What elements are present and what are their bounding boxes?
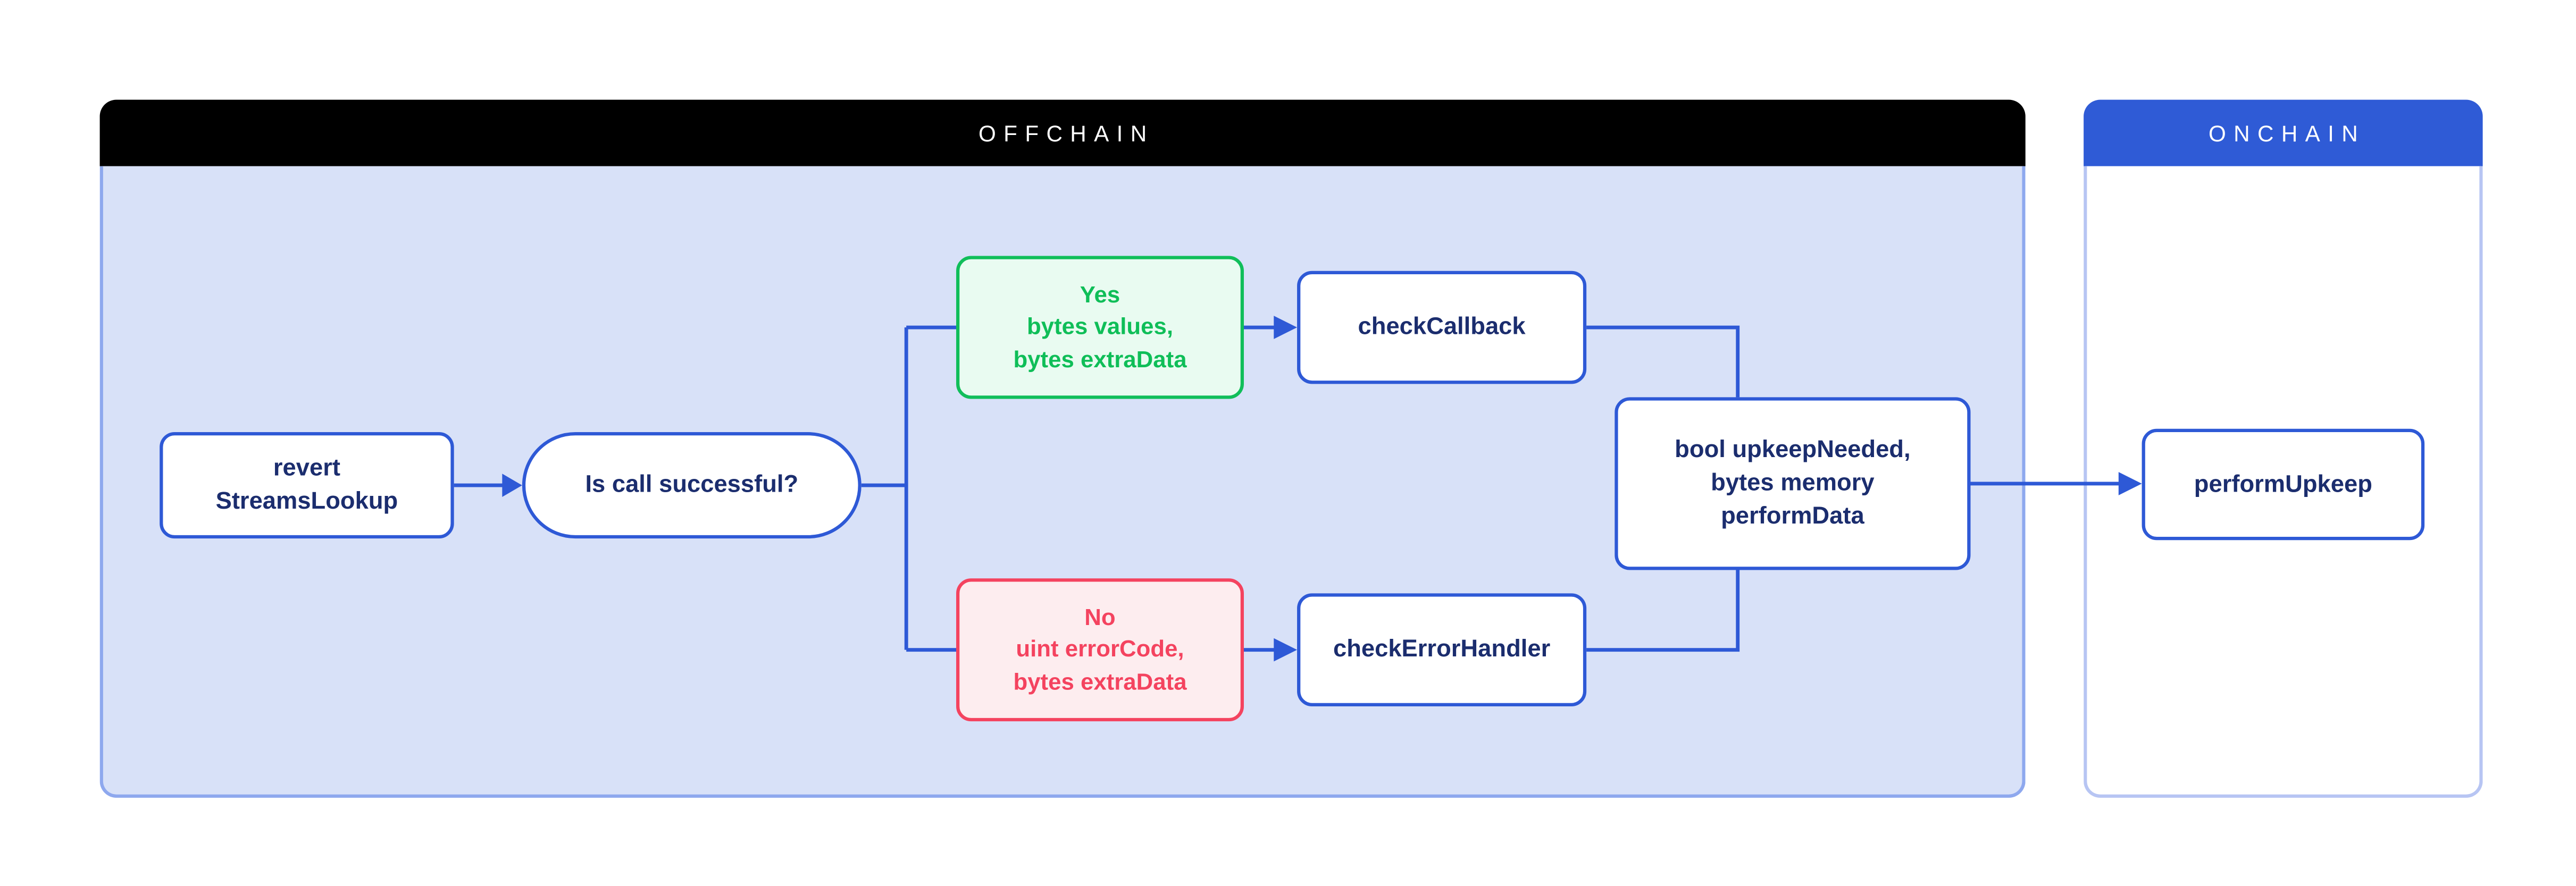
node-text-line: checkCallback xyxy=(1358,314,1526,341)
offchain-header: OFFCHAIN xyxy=(99,99,2026,166)
node-no-branch: No uint errorCode, bytes extraData xyxy=(956,578,1244,722)
node-text-line: bytes memory xyxy=(1711,470,1875,497)
node-text-line: uint errorCode, xyxy=(1016,635,1184,662)
node-performupkeep: performUpkeep xyxy=(2142,428,2425,541)
onchain-title: ONCHAIN xyxy=(2208,120,2366,146)
arrow-yes-to-checkcallback xyxy=(1243,316,1298,339)
branch-question-to-yes-no xyxy=(861,325,957,652)
arrow-revert-to-question xyxy=(454,474,522,497)
node-text-line: bytes extraData xyxy=(1013,345,1187,372)
node-text-line: bytes values, xyxy=(1027,313,1174,340)
node-yes-branch: Yes bytes values, bytes extraData xyxy=(956,256,1244,399)
node-text-line: Is call successful? xyxy=(585,472,799,499)
onchain-header: ONCHAIN xyxy=(2084,99,2483,166)
node-text-line: performUpkeep xyxy=(2194,471,2372,498)
node-revert-streamslookup: revert StreamsLookup xyxy=(160,432,454,539)
node-text-line: bytes extraData xyxy=(1013,667,1187,695)
node-checkcallback: checkCallback xyxy=(1297,271,1587,384)
arrow-result-to-performupkeep xyxy=(1970,472,2142,495)
line-checkcallback-to-result xyxy=(1586,325,1740,398)
node-text-line: checkErrorHandler xyxy=(1333,636,1551,663)
node-text-line: StreamsLookup xyxy=(215,488,398,516)
line-checkerrorhandler-to-result xyxy=(1586,570,1740,652)
node-text-line: No xyxy=(1084,603,1116,630)
node-upkeepneeded-performdata: bool upkeepNeeded, bytes memory performD… xyxy=(1615,397,1971,570)
node-is-call-successful: Is call successful? xyxy=(522,432,862,539)
node-text-line: performData xyxy=(1721,503,1864,530)
offchain-title: OFFCHAIN xyxy=(978,120,1155,146)
node-text-line: revert xyxy=(273,455,340,482)
node-checkerrorhandler: checkErrorHandler xyxy=(1297,593,1587,706)
node-text-line: Yes xyxy=(1080,281,1120,308)
node-text-line: bool upkeepNeeded, xyxy=(1675,437,1911,464)
arrow-no-to-checkerrorhandler xyxy=(1243,638,1298,662)
